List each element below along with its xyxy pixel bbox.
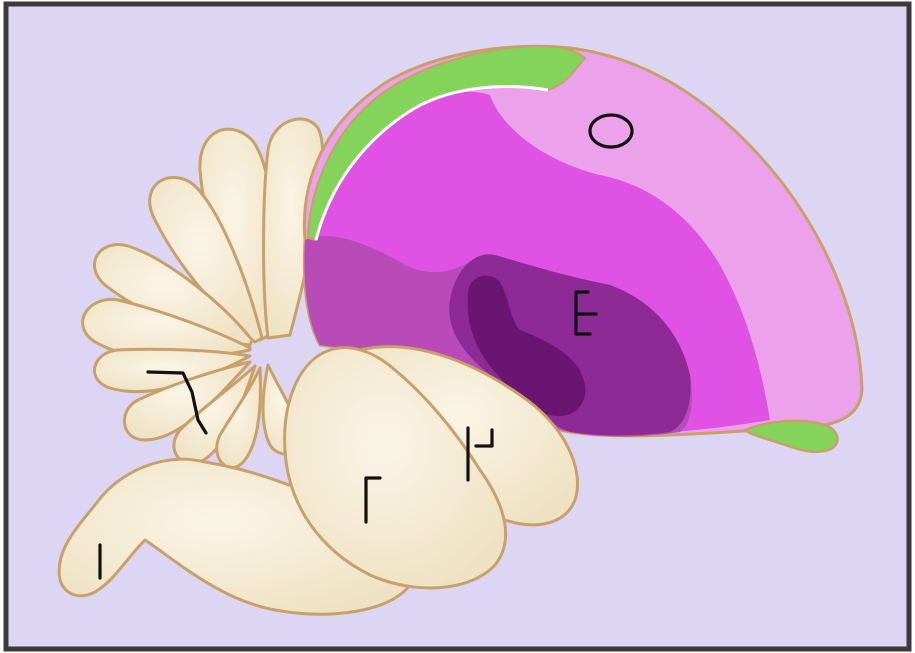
brain-illustration [0, 0, 915, 653]
brain-diagram [0, 0, 915, 653]
